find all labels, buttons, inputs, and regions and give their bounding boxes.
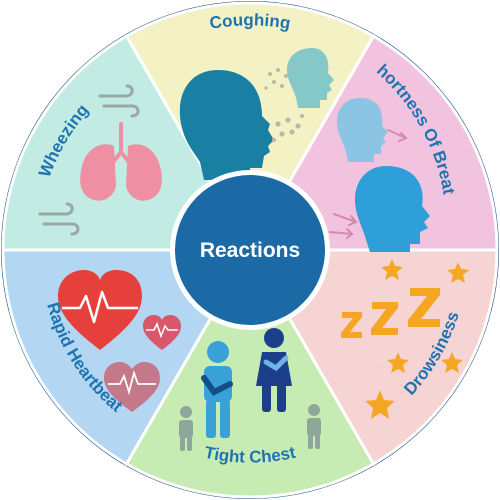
- segment-drowsiness-bg: [247, 248, 499, 466]
- stars: [365, 259, 469, 419]
- large-head-profile: [179, 70, 274, 180]
- pulse-line-medium: [108, 369, 156, 396]
- center-title: Reactions: [200, 239, 300, 262]
- zzz-letters: [341, 288, 440, 338]
- small-breathing-head: [336, 98, 388, 162]
- label-coughing: Coughing: [208, 10, 292, 32]
- person-blue-arm: [201, 375, 233, 396]
- person-navy-arm: [263, 355, 289, 372]
- cough-particles: [264, 64, 304, 142]
- large-breathing-head: [354, 166, 430, 252]
- people-holding-chest-icon: [179, 328, 321, 451]
- heart-medium: [104, 362, 160, 412]
- label-tight-chest-text: Tight Chest: [203, 443, 298, 467]
- breathing-heads-icon: [329, 98, 430, 252]
- person-small-left: [179, 406, 193, 451]
- segment-drowsiness: [247, 248, 499, 466]
- segment-wheezing: [1, 34, 253, 252]
- label-tight-chest: Tight Chest: [203, 443, 298, 467]
- lungs: [80, 144, 162, 201]
- label-coughing-text: Coughing: [208, 10, 292, 32]
- breath-arrows: [329, 129, 408, 239]
- person-small-right: [307, 404, 321, 449]
- small-head-profile: [286, 48, 334, 108]
- coughing-heads-icon: [179, 48, 334, 180]
- trachea: [108, 122, 134, 168]
- person-blue: [204, 341, 232, 438]
- moon-zzz-stars-icon: [337, 259, 469, 419]
- center-hub: [175, 175, 325, 325]
- pulse-line-small: [146, 321, 178, 339]
- segment-wheezing-bg: [1, 34, 253, 252]
- pulse-line: [62, 290, 138, 324]
- wind-lines: [38, 84, 140, 236]
- heartbeat-hearts-icon: [58, 270, 181, 412]
- lungs-wind-icon: [38, 84, 162, 236]
- heart-large: [58, 270, 142, 350]
